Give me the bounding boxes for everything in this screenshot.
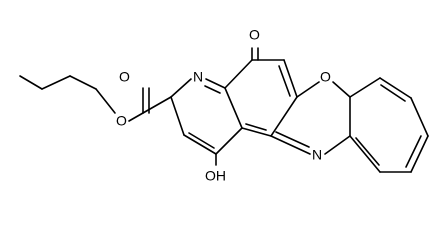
ester-c-ring-bond (142, 96, 172, 114)
ester-oxygen-label: O (116, 113, 127, 129)
oxazine-nitrogen-label: N (312, 147, 322, 163)
benzo-c5a2-c5a3-bond (410, 97, 429, 137)
ester-carbonyl-oxygen-label: O (119, 69, 130, 85)
carbonyl-oxygen-label: O (249, 27, 260, 43)
benzo-c5a1-c5a2-inner (380, 84, 406, 102)
quinone-c12a-c12b-bond (241, 127, 272, 137)
benzo-c5a1-c5a2-bond (379, 77, 412, 99)
oxazine-c6a-o-bond (296, 81, 320, 98)
pyridine-c3-c2-bond (170, 96, 185, 136)
benzo-c5a3-c5a4-inner (405, 135, 422, 168)
hydroxyl-label: OH (205, 168, 226, 184)
oxazine-n-c11a-bond (324, 135, 351, 155)
oxazine-c12a-n-inner (275, 131, 310, 148)
quinone-c6-c6a-inner (278, 65, 291, 97)
quinone-c4a-c5-bond (224, 59, 253, 89)
oxazine-o-c5a-bond (332, 81, 351, 98)
pyridine-c2-c1-bond (183, 134, 217, 155)
ring-oxygen-label: O (320, 69, 331, 85)
quinone-c6-c6a-bond (283, 59, 298, 98)
pyridine-c2-c1-inner (188, 132, 215, 149)
pyridine-c1-c12b-bond (215, 127, 243, 155)
benzo-c5a3-c5a4-bond (410, 135, 429, 173)
molecule-structure: O O N N O O OH (19, 27, 429, 184)
oxazine-c12a-n-bond (270, 135, 311, 155)
pyridine-c12b-c4a-bond (224, 87, 243, 129)
quinone-c6a-c12a-bond (270, 96, 298, 137)
butyl-bond-2 (41, 75, 71, 90)
pyridine-nitrogen-label: N (193, 69, 203, 85)
benzo-c5a-c5a1-bond (349, 77, 381, 98)
butyl-bond-3 (69, 75, 97, 90)
benzo-c5a5-c11a-bond (349, 135, 381, 173)
butyl-bond-1 (19, 75, 43, 90)
atom-labels: O O N N O O OH (116, 27, 331, 184)
pyridine-c4a-n-inner (204, 85, 221, 94)
pyridine-c3-n-bond (170, 78, 192, 98)
butyl-bond-4 (95, 88, 116, 114)
ester-o-c-bond (128, 112, 144, 122)
pyridine-c4a-n-bond (205, 78, 226, 89)
quinone-c12a-c12b-inner (245, 123, 267, 131)
benzo-c5a5-c11a-inner (355, 137, 380, 166)
bonds (19, 47, 429, 173)
